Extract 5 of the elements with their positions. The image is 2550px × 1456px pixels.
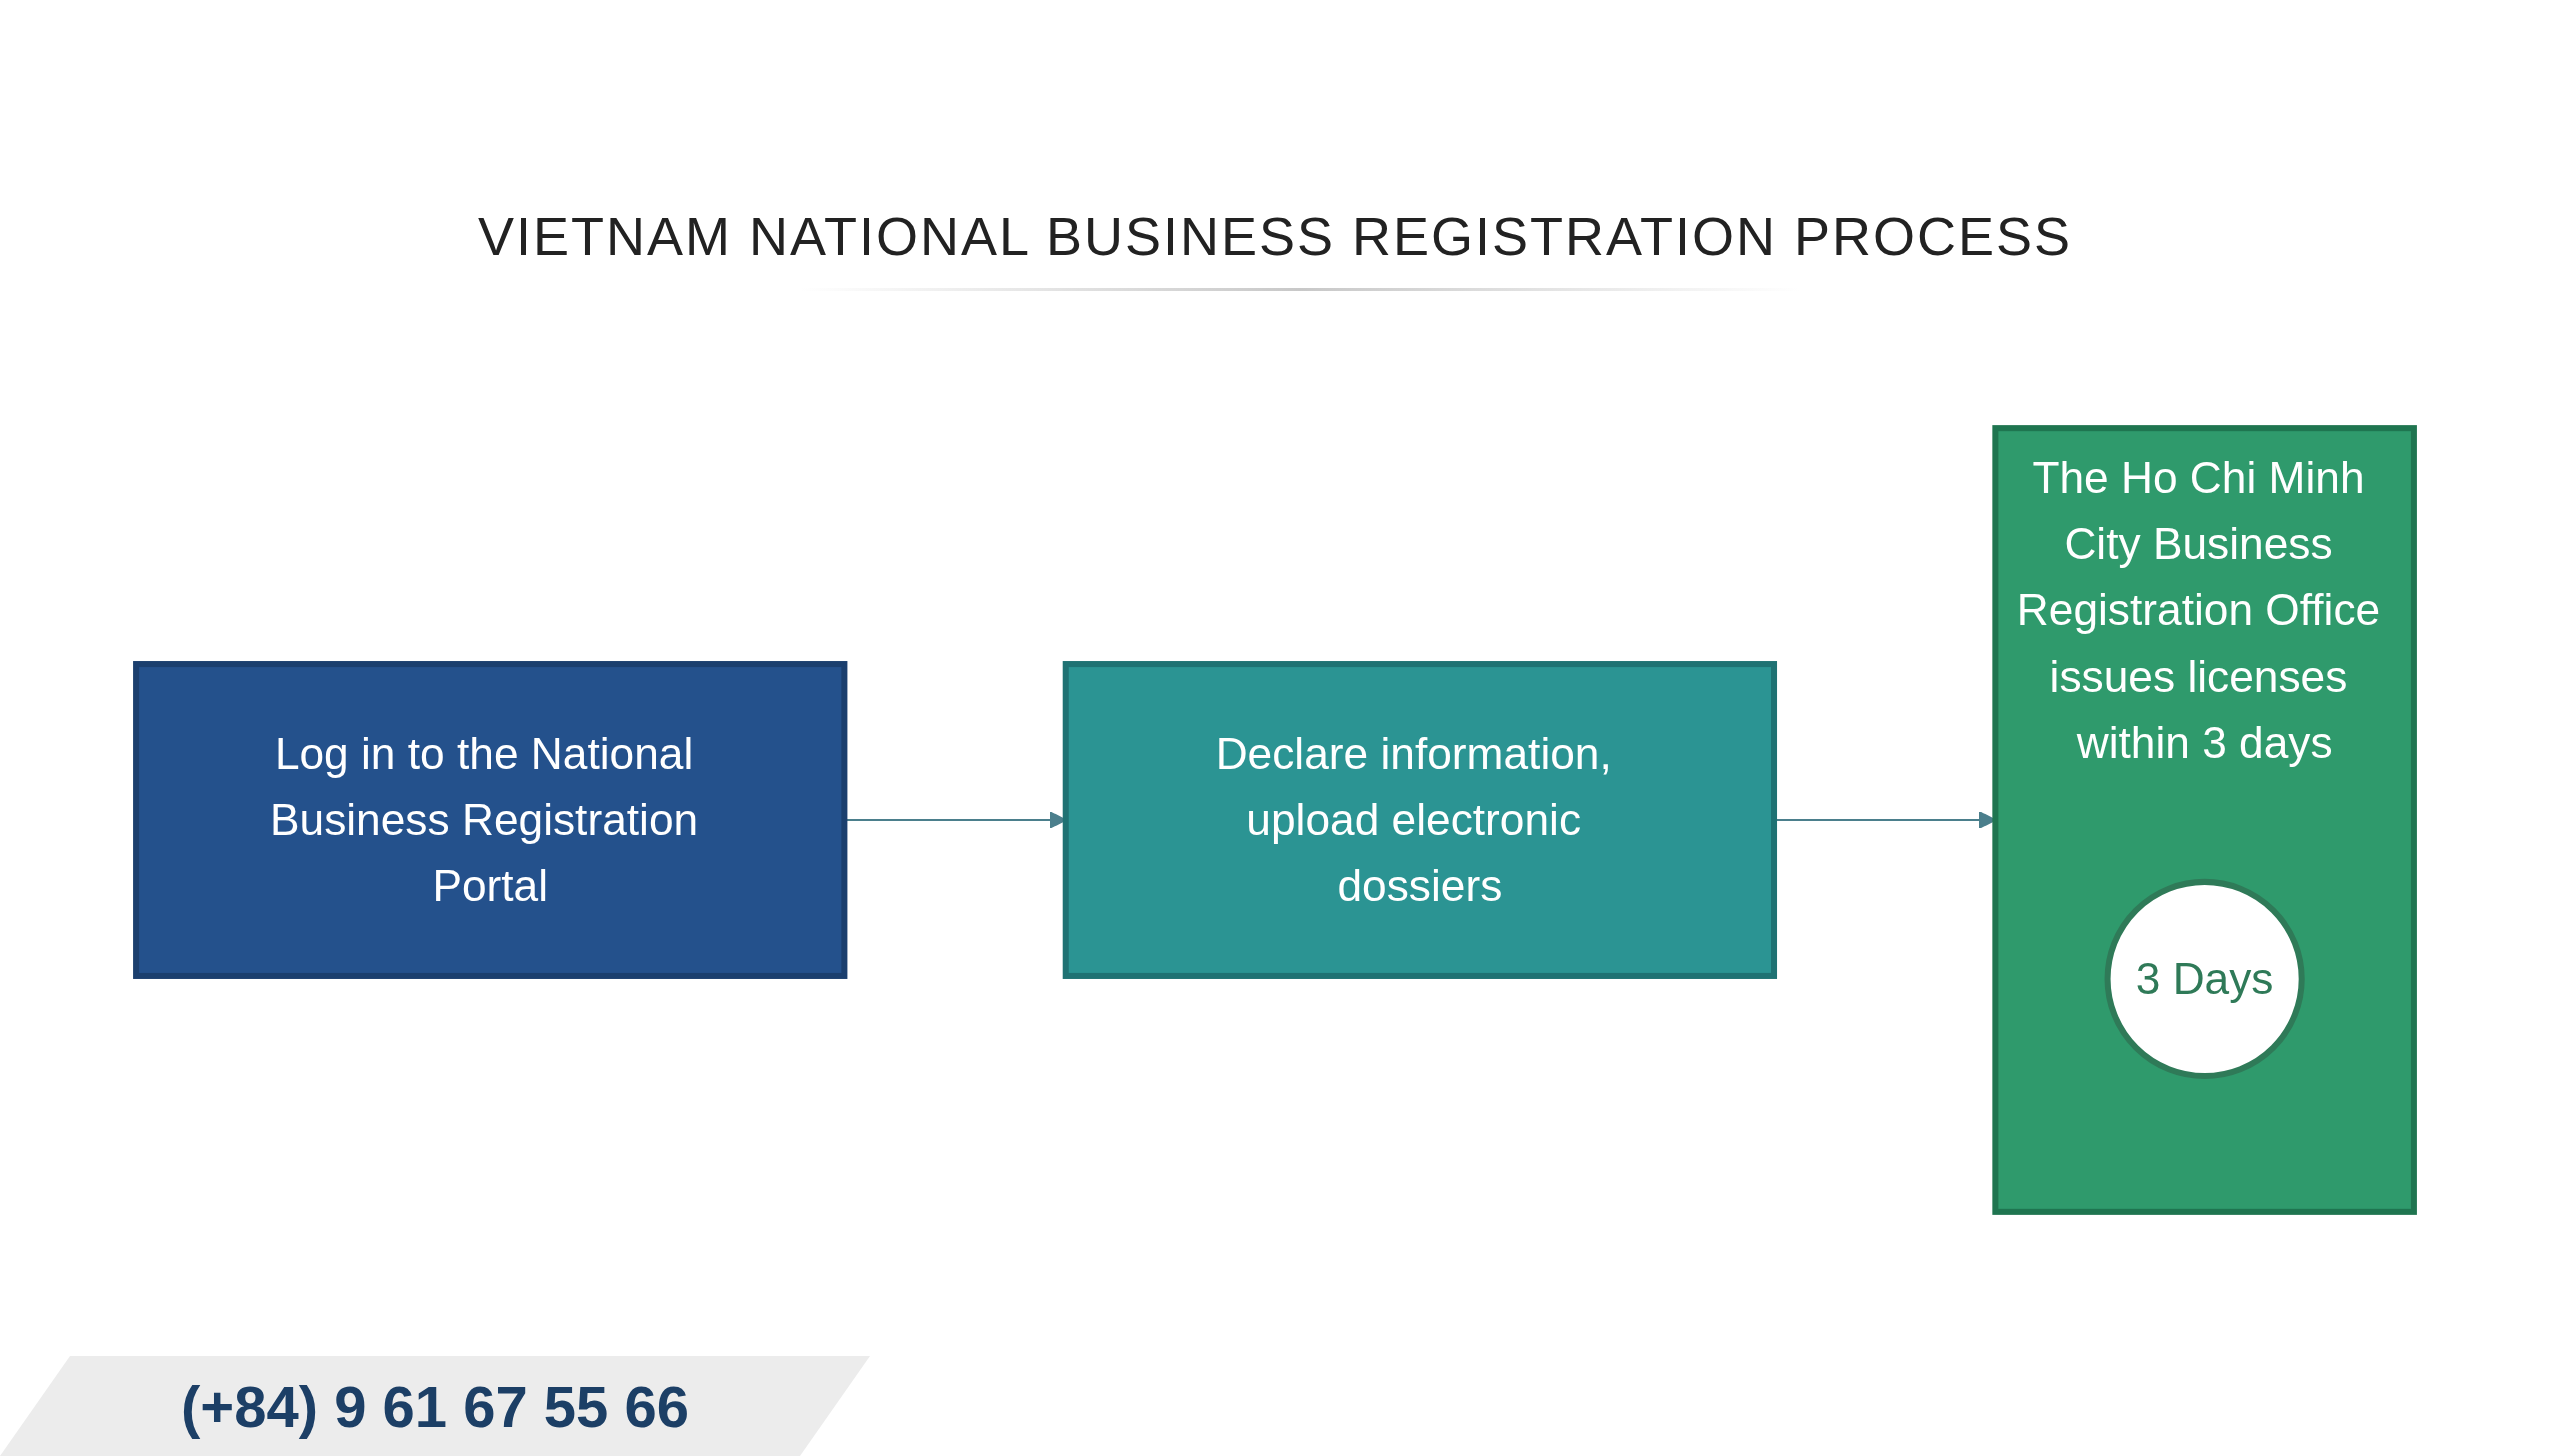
node-circle: 3 Days xyxy=(2104,878,2305,1080)
node-box: Declare information, upload electronic dossiers xyxy=(1062,661,1778,979)
diagram-title: VIETNAM NATIONAL BUSINESS REGISTRATION PROCESS xyxy=(477,206,2073,266)
phone-number: (+84) 9 61 67 55 66 xyxy=(181,1372,689,1440)
node-box: Log in to the National Business Registration Portal xyxy=(133,661,848,979)
